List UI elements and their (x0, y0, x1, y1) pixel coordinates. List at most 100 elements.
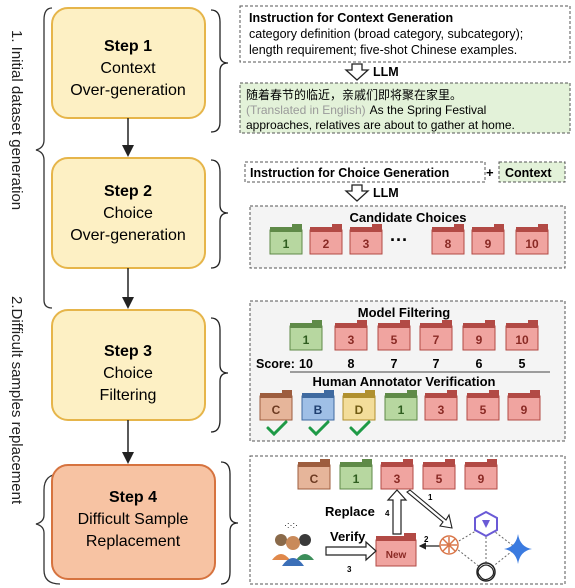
num-1: 1 (428, 493, 433, 502)
stage1-label: 1. Initial dataset generation (8, 30, 25, 210)
score-3: 8 (348, 357, 355, 371)
human-choice-B-label: B (314, 403, 323, 417)
num-3: 3 (347, 565, 352, 574)
filtered-choice-7: 7 (419, 320, 453, 351)
filtered-choice-5: 5 (377, 320, 411, 351)
replace-choice-5-label: 5 (436, 472, 443, 486)
left-bracket-2 (35, 473, 61, 585)
plus-sign: + (486, 165, 494, 180)
model-filtering-title: Model Filtering (358, 305, 451, 320)
llm-arrow-icon-1 (344, 63, 370, 81)
context-instruction-line2: length requirement; five-shot Chinese ex… (249, 43, 517, 57)
openai-icon (476, 562, 496, 582)
new-card: New (375, 533, 417, 567)
score-1: 10 (299, 357, 313, 371)
brace-1 (210, 9, 229, 133)
human-verification-title: Human Annotator Verification (313, 374, 496, 389)
step-2-box: Step 2 Choice Over-generation (51, 157, 206, 269)
filtered-choice-9: 9 (462, 320, 496, 351)
filtered-choice-3-label: 3 (348, 333, 355, 347)
candidate-choice-1-label: 1 (283, 237, 290, 251)
human-choice-1: 1 (384, 390, 418, 421)
replace-choice-9: 9 (464, 459, 498, 490)
num-4: 4 (385, 509, 390, 518)
check-icon (349, 420, 371, 437)
choice-instruction-box (244, 161, 486, 183)
score-7: 7 (433, 357, 440, 371)
diag-arrow-icon (406, 489, 453, 529)
candidate-choice-3: 3 (349, 224, 383, 255)
human-choice-C-label: C (272, 403, 281, 417)
candidate-choice-10: 10 (515, 224, 549, 255)
context-output-box (239, 82, 571, 134)
verify-label: Verify (330, 529, 366, 544)
human-choice-1-label: 1 (398, 403, 405, 417)
replace-choice-C-label: C (310, 472, 319, 486)
step-4-line2: Replacement (86, 533, 181, 550)
human-choice-3-label: 3 (438, 403, 445, 417)
human-choice-D: D (342, 390, 376, 421)
filtered-choice-1: 1 (289, 320, 323, 351)
replace-choices: C 1 3 5 9 (297, 459, 498, 490)
step-1-line1: Context (100, 60, 156, 77)
replace-choice-3: 3 (380, 459, 414, 490)
filtered-choice-3: 3 (334, 320, 368, 351)
human-choice-5: 5 (466, 390, 500, 421)
step-3-box: Step 3 Choice Filtering (51, 309, 206, 421)
human-choice-9: 9 (507, 390, 541, 421)
context-output-chinese: 随着春节的临近，亲戚们即将聚在家里。 (246, 87, 462, 102)
human-verified-choices: C B D 1 3 5 9 (259, 390, 541, 437)
brace-3 (210, 317, 229, 433)
annotators-icon: ·:·:· (272, 520, 314, 566)
replace-choice-9-label: 9 (478, 472, 485, 486)
context-instruction-title: Instruction for Context Generation (249, 11, 453, 25)
qwen-icon (474, 510, 498, 538)
step-4-title: Step 4 (109, 489, 157, 506)
llm-arrow-icon-2 (344, 184, 370, 202)
human-choice-C: C (259, 390, 293, 421)
sparkle-icon (504, 534, 532, 564)
brace-4 (220, 461, 239, 585)
stage2-label: 2.Difficult samples replacement (8, 296, 25, 505)
candidate-choice-8: 8 (431, 224, 465, 255)
context-output-english-line2: approaches, relatives are about to gathe… (246, 118, 515, 132)
step-3-line2: Filtering (100, 387, 157, 404)
candidate-choice-10-label: 10 (525, 237, 539, 251)
step-2-title: Step 2 (104, 183, 152, 200)
filtered-choice-1-label: 1 (303, 333, 310, 347)
human-choice-3: 3 (424, 390, 458, 421)
context-instruction-box (239, 5, 571, 63)
llm-label-1: LLM (373, 65, 399, 79)
num-2: 2 (424, 535, 429, 544)
replace-choice-C: C (297, 459, 331, 490)
human-choice-5-label: 5 (480, 403, 487, 417)
check-icon (266, 420, 288, 437)
step-3-line1: Choice (103, 365, 153, 382)
replace-choice-1-label: 1 (353, 472, 360, 486)
replace-choice-1: 1 (339, 459, 373, 490)
candidate-choice-2: 2 (309, 224, 343, 255)
verify-arrow-icon (325, 540, 377, 562)
filtered-choice-10-label: 10 (515, 333, 529, 347)
human-choice-9-label: 9 (521, 403, 528, 417)
candidate-choice-8-label: 8 (445, 237, 452, 251)
left-bracket (35, 7, 53, 309)
score-10: 5 (519, 357, 526, 371)
candidates-ellipsis: ··· (390, 230, 408, 250)
score-5: 7 (391, 357, 398, 371)
filtered-choice-10: 10 (505, 320, 539, 351)
step-4-line1: Difficult Sample (78, 511, 189, 528)
english-1: As the Spring Festival (370, 103, 487, 117)
filtered-choice-9-label: 9 (476, 333, 483, 347)
context-tag-box (498, 161, 566, 183)
candidate-choice-2-label: 2 (323, 237, 330, 251)
step-1-box: Step 1 Context Over-generation (51, 7, 206, 119)
starburst-icon (439, 535, 459, 555)
step-1-line2: Over-generation (70, 82, 186, 99)
candidates-title: Candidate Choices (349, 210, 466, 225)
step-2-line1: Choice (103, 205, 153, 222)
candidate-choice-3-label: 3 (363, 237, 370, 251)
